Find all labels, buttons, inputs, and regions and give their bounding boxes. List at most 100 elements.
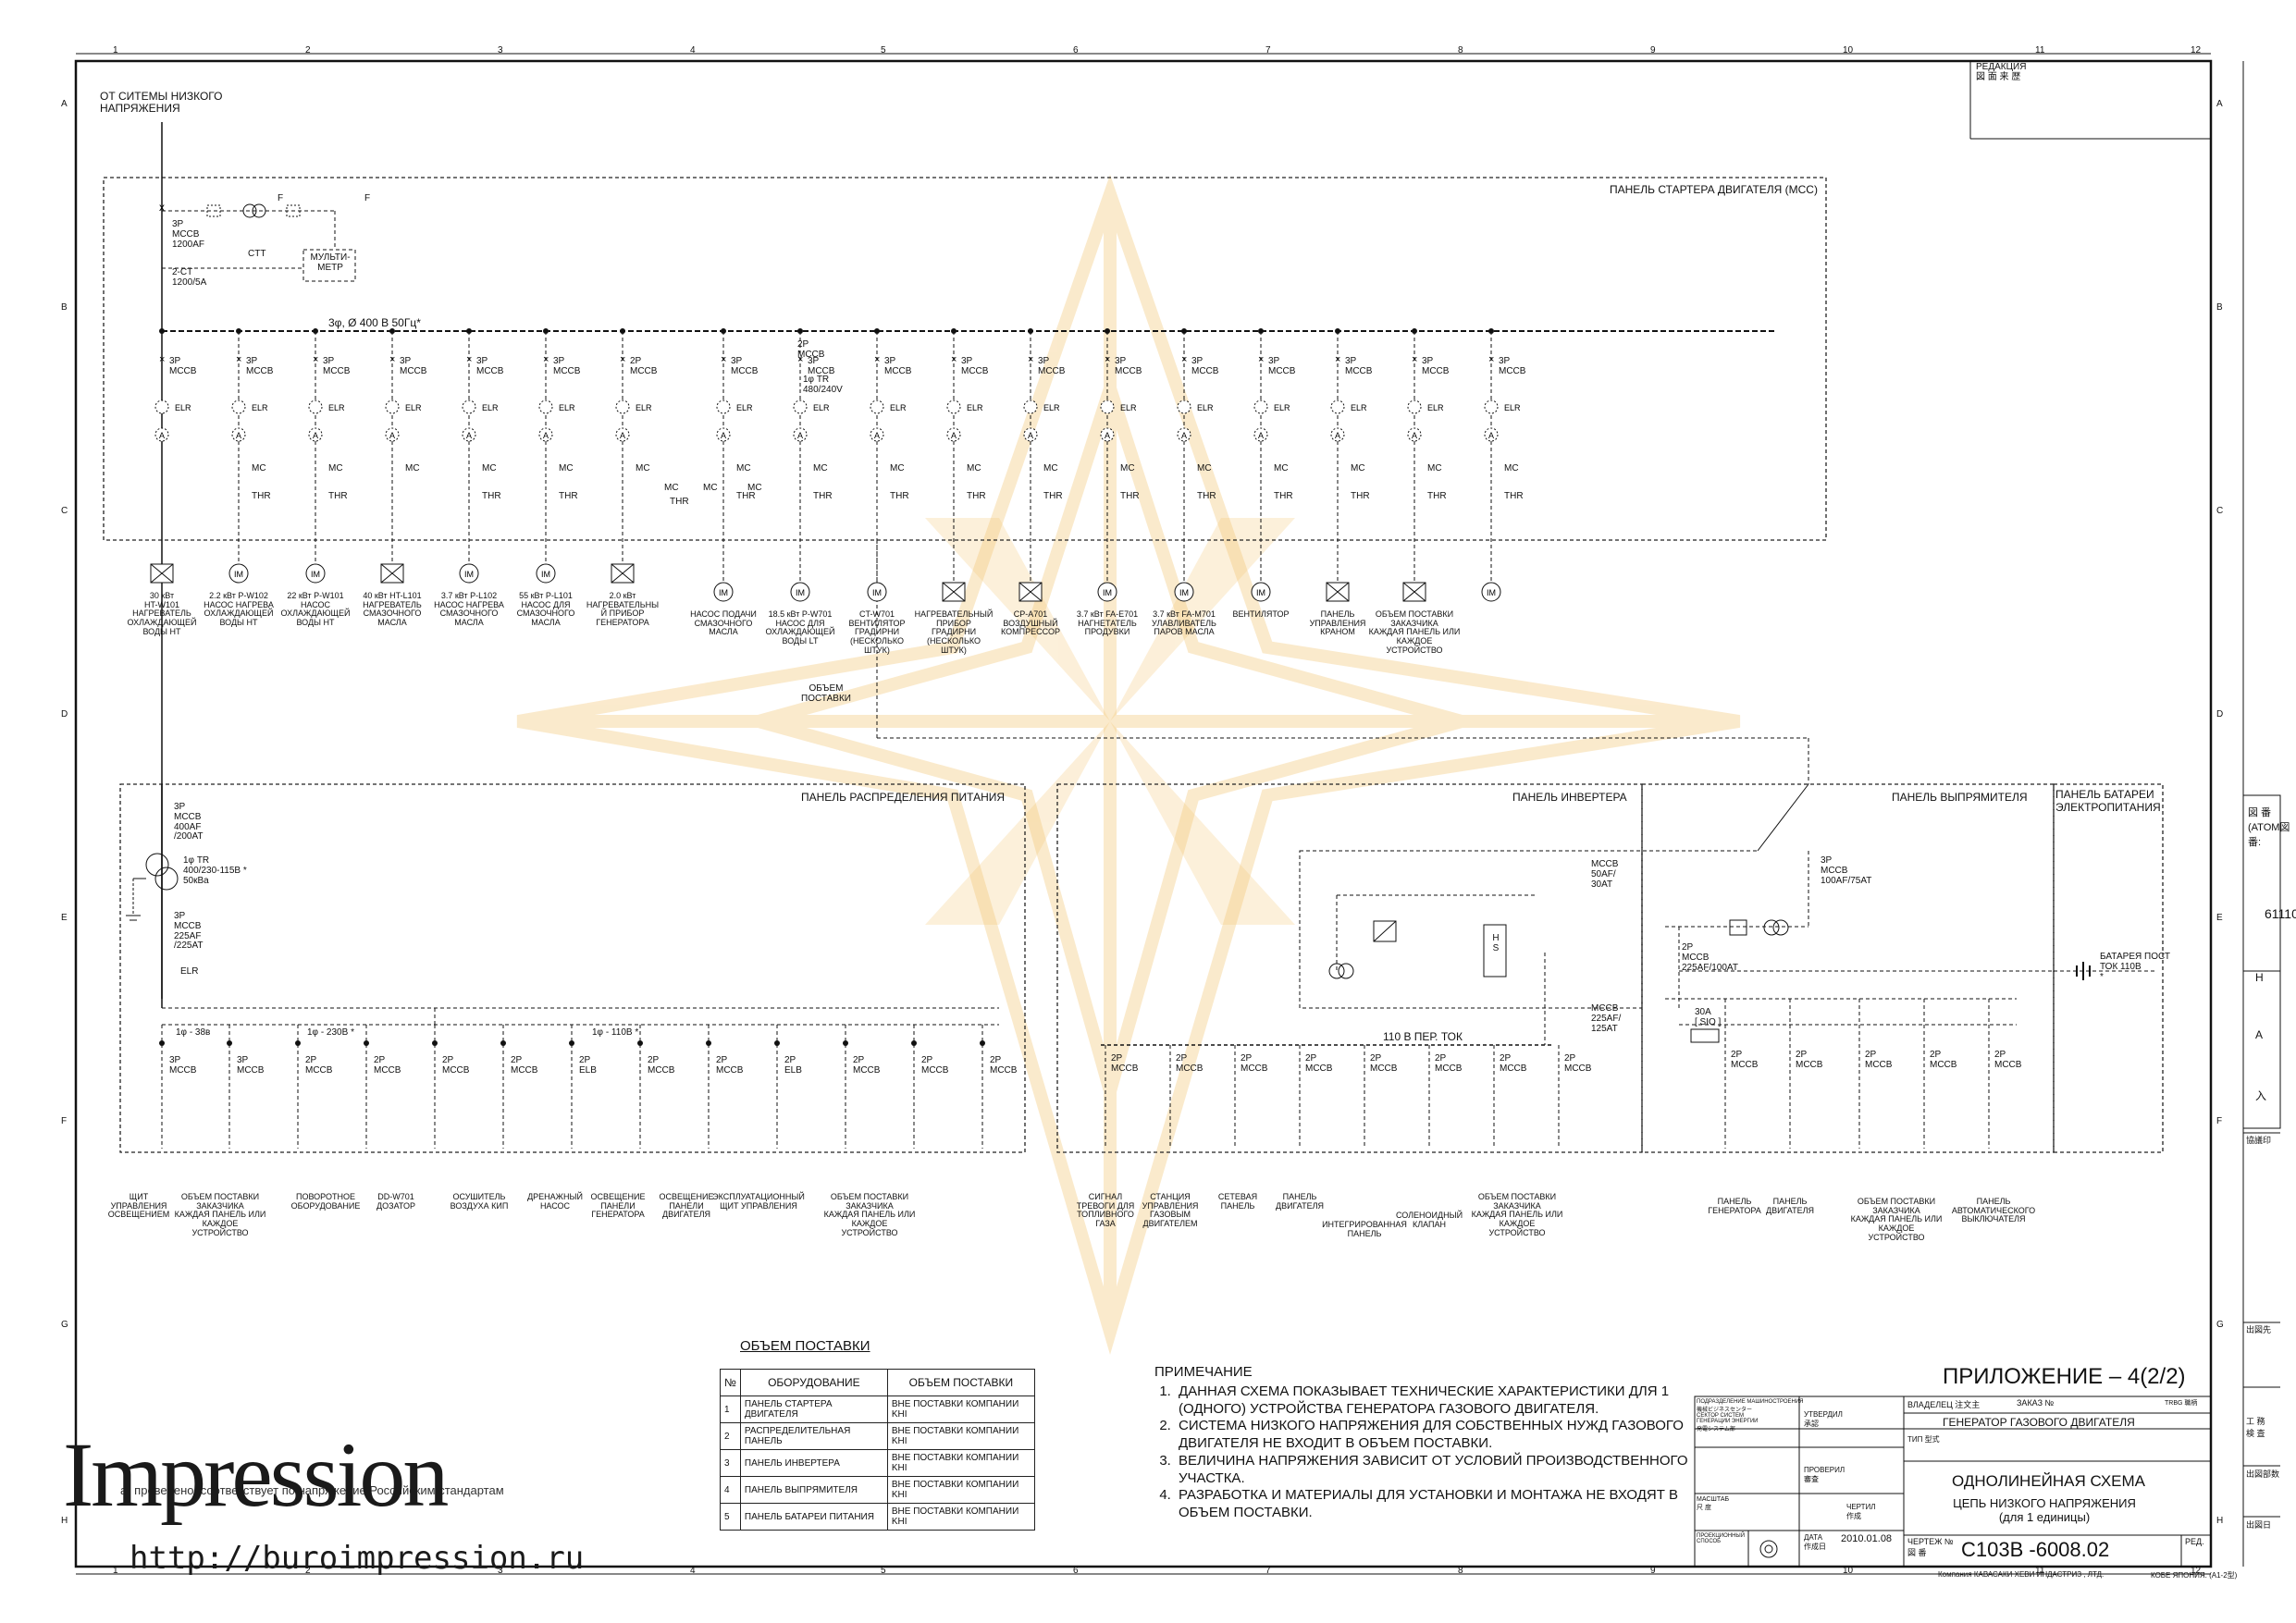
svg-text:A: A [159,431,165,440]
svg-text:A: A [1105,431,1110,440]
rectifier-sio: 30A [ SIO ] [1695,1007,1722,1027]
svg-text:A: A [874,431,880,440]
grid-row-C: C [61,506,68,516]
rectifier-load-label: ПАНЕЛЬ ДВИГАТЕЛЯ [1765,1197,1815,1215]
hs-switch: H S [1492,933,1500,953]
drawing-subtitle: ЦЕПЬ НИЗКОГО НАПРЯЖЕНИЯ (для 1 единицы) [1953,1496,2136,1524]
inverter-bus-label: 110 В ПЕР. ТОК [1383,1030,1463,1043]
inverter-load-label: ОБЪЕМ ПОСТАВКИ ЗАКАЗЧИКА КАЖДАЯ ПАНЕЛЬ И… [1471,1192,1563,1237]
inverter-load-label: СОЛЕНОИДНЫЙ КЛАПАН [1395,1211,1463,1229]
svg-text:ELR: ELR [736,403,753,412]
grid-row-F: F [61,1116,68,1126]
motor-icon [1251,582,1271,602]
svg-text:IM: IM [234,570,243,579]
side-cell-in: 入 [2255,1089,2267,1102]
ammeter-icon [793,427,808,442]
svg-text:A: A [620,431,625,440]
mcc-breaker-label: 3P MCCB [731,356,759,376]
grid-col-8: 8 [1458,45,1463,55]
rectifier-load-label: ПАНЕЛЬ АВТОМАТИЧЕСКОГО ВЫКЛЮЧАТЕЛЯ [1951,1197,2036,1224]
battery-panel-box [2053,783,2164,1153]
ammeter-icon [1253,427,1268,442]
pdp-bus-38: 1φ - 38в [176,1027,211,1038]
svg-text:A: A [721,431,726,440]
mcc-contactor-label: MC [813,463,828,473]
grid-col-bottom-2: 2 [305,1566,311,1576]
svg-text:×: × [951,354,957,365]
mcc-thr: THR [670,497,689,507]
mcc-breaker-label: 3P MCCB [1499,356,1526,376]
svg-text:×: × [1412,354,1417,365]
approved-label: УТВЕРДИЛ 承認 [1804,1410,1843,1428]
type-label: TИП 型式 [1907,1435,1940,1444]
col-equipment: ОБОРУДОВАНИЕ [739,1369,888,1396]
mcc-scope-label: ОБЪЕМ ПОСТАВКИ [801,683,851,704]
battery-panel-title: ПАНЕЛЬ БАТАРЕИ ЭЛЕКТРОПИТАНИЯ [2055,788,2161,814]
fuse-label: F [278,193,284,203]
mcc-thermal-label: THR [1274,491,1293,501]
svg-text:ELR: ELR [405,403,422,412]
grid-col-1: 1 [113,45,118,55]
grid-col-bottom-9: 9 [1650,1566,1656,1576]
svg-text:ELR: ELR [1043,403,1060,412]
mcc-breaker-label: 3P MCCB [400,356,427,376]
grid-row-right-A: A [2216,99,2223,109]
pdp-breaker-label: 2P MCCB [921,1055,949,1076]
mcc-thermal-label: THR [252,491,271,501]
pdp-panel-box [119,783,1026,1153]
mcc-load-label: ВЕНТИЛЯТОР [1232,609,1290,619]
grid-row-right-D: D [2216,709,2224,719]
impression-logo: Impression [63,1423,449,1526]
rectifier-breaker-label: 2P MCCB [1731,1050,1759,1070]
inverter-breaker-label: 2P MCCB [1564,1053,1592,1074]
col-no: № [720,1369,741,1396]
mcc-breaker-label: 3P MCCB [1422,356,1450,376]
grid-col-bottom-10: 10 [1843,1566,1854,1576]
mcc-load-label: CP-A701 ВОЗДУШНЫЙ КОМПРЕССОР [1001,609,1060,637]
svg-text:×: × [389,354,395,365]
grid-row-G: G [61,1320,68,1330]
pdp-panel-title: ПАНЕЛЬ РАСПРЕДЕЛЕНИЯ ПИТАНИЯ [801,791,1006,804]
grid-col-9: 9 [1650,45,1656,55]
inverter-panel-box [1056,783,1643,1153]
multimeter-box: МУЛЬТИ- МЕТР [310,252,351,273]
scope-value: ВНЕ ПОСТАВКИ КОМПАНИИ KHI [886,1422,1035,1450]
svg-text:A: A [236,431,241,440]
inverter-input-breaker: MCCB 50AF/ 30AT [1591,859,1619,890]
mcc-mc-a: MC [664,483,679,493]
appendix-label: ПРИЛОЖЕНИЕ – 4(2/2) [1943,1364,2186,1389]
ammeter-icon [1330,427,1345,442]
svg-text:IM: IM [464,570,474,579]
mcc-contactor-label: MC [405,463,420,473]
scope-value: ВНЕ ПОСТАВКИ КОМПАНИИ KHI [886,1476,1035,1504]
ammeter-icon [1023,427,1038,442]
mcc-load-label: 18.5 кВт P-W701 НАСОС ДЛЯ ОХЛАЖДАЮЩЕЙ ВО… [765,609,835,646]
rectifier-panel-title: ПАНЕЛЬ ВЫПРЯМИТЕЛЯ [1892,791,2028,804]
side-number: 611102 [2265,906,2296,921]
svg-text:×: × [721,354,726,365]
mcc-breaker-label: 3P MCCB [169,356,197,376]
mcc-load-label: 55 кВт P-L101 НАСОС ДЛЯ СМАЗОЧНОГО МАСЛА [516,591,575,628]
projection-label: ПРОЕКЦИОННЫЙ СПОСОБ [1697,1533,1746,1544]
motor-icon [1174,582,1194,602]
mcc-contactor-label: MC [1043,463,1058,473]
grid-col-3: 3 [498,45,503,55]
pdp-feeder-group [159,1025,985,1149]
svg-text:ELR: ELR [328,403,345,412]
svg-text:×: × [1181,354,1187,365]
pdp-feeder-2 [227,1025,232,1149]
svg-text:IM: IM [1179,588,1189,597]
pdp-load-label: ДРЕНАЖНЫЙ НАСОС [527,1192,583,1211]
revision-label: РЕДАКЦИЯ 図 面 来 歴 [1976,62,2027,82]
svg-text:A: A [1488,431,1494,440]
ref-label: TRBG 職柄 [2165,1400,2198,1407]
note-item: ВЕЛИЧИНА НАПРЯЖЕНИЯ ЗАВИСИТ ОТ УСЛОВИЙ П… [1175,1453,1693,1488]
pdp-feeder-7 [569,1025,574,1149]
svg-text:IM: IM [541,570,550,579]
source-label: ОТ СИТЕМЫ НИЗКОГО НАПРЯЖЕНИЯ [100,90,223,115]
grid-row-right-C: C [2216,506,2224,516]
